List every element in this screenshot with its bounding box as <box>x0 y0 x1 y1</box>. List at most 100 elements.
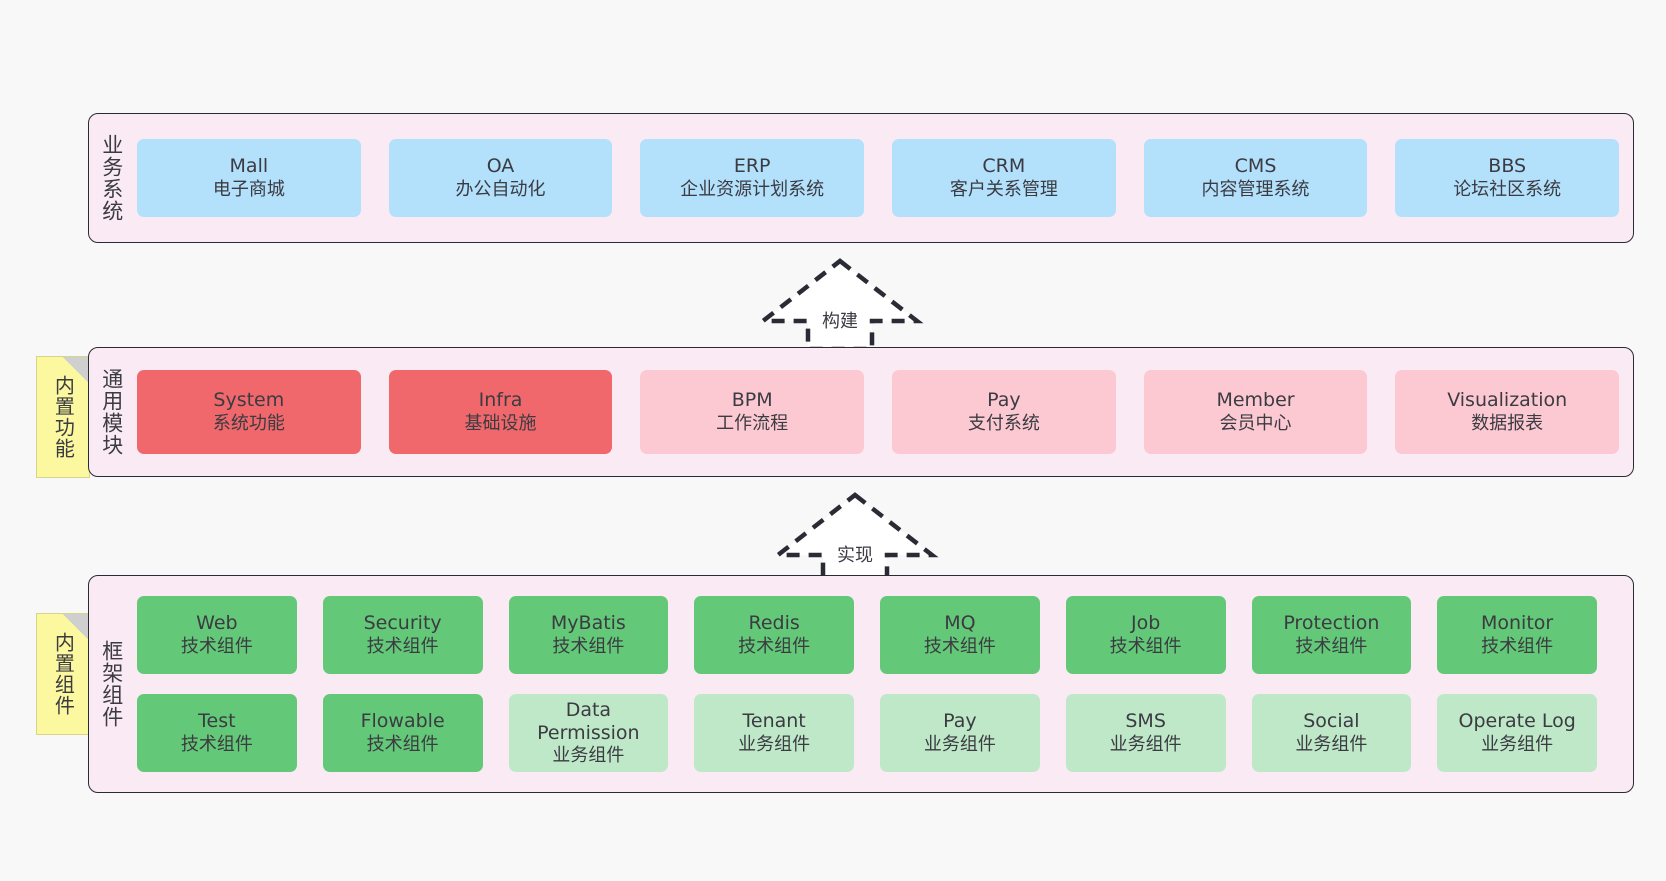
node-subtitle: 会员中心 <box>1219 412 1292 434</box>
node-test[interactable]: Test 技术组件 <box>137 694 297 772</box>
node-title: Tenant <box>742 710 806 733</box>
node-title: Protection <box>1283 612 1380 635</box>
node-job[interactable]: Job 技术组件 <box>1065 596 1226 674</box>
node-subtitle: 工作流程 <box>716 412 789 434</box>
node-title: Web <box>196 612 238 635</box>
node-title: Infra <box>478 389 523 412</box>
node-title: Pay <box>987 389 1021 412</box>
node-erp[interactable]: ERP 企业资源计划系统 <box>640 139 865 217</box>
node-subtitle: 客户关系管理 <box>949 178 1058 200</box>
layer-common-module: 通用模块 System 系统功能 Infra 基础设施 BPM 工作流程 Pay… <box>88 347 1634 477</box>
layer-title-business-system: 业务系统 <box>99 134 124 222</box>
node-title: Redis <box>748 612 800 635</box>
node-subtitle: 技术组件 <box>923 635 996 657</box>
node-subtitle: 办公自动化 <box>455 178 546 200</box>
node-infra[interactable]: Infra 基础设施 <box>388 370 613 454</box>
node-subtitle: 技术组件 <box>1295 635 1368 657</box>
layer-title-framework-component: 框架组件 <box>99 640 124 728</box>
node-mall[interactable]: Mall 电子商城 <box>137 139 361 217</box>
node-crm[interactable]: CRM 客户关系管理 <box>892 139 1116 217</box>
sticky-note-builtin-function: 内置功能 <box>36 356 90 478</box>
node-row: System 系统功能 Infra 基础设施 BPM 工作流程 Pay 支付系统… <box>137 370 1620 454</box>
node-subtitle: 业务组件 <box>552 745 625 767</box>
node-mq[interactable]: MQ 技术组件 <box>880 596 1040 674</box>
node-security[interactable]: Security 技术组件 <box>322 596 483 674</box>
layer-title-common-module: 通用模块 <box>99 368 124 456</box>
node-title: Data Permission <box>537 698 640 745</box>
node-member[interactable]: Member 会员中心 <box>1143 370 1368 454</box>
node-row: Web 技术组件 Security 技术组件 MyBatis 技术组件 Redi… <box>137 596 1597 674</box>
node-title: SMS <box>1125 710 1166 733</box>
node-subtitle: 电子商城 <box>212 178 285 200</box>
node-title: Security <box>363 612 442 635</box>
layer-body-framework-component: Web 技术组件 Security 技术组件 MyBatis 技术组件 Redi… <box>133 576 1633 792</box>
layer-body-business-system: Mall 电子商城 OA 办公自动化 ERP 企业资源计划系统 CRM 客户关系… <box>133 114 1633 242</box>
node-subtitle: 业务组件 <box>738 733 811 755</box>
node-redis[interactable]: Redis 技术组件 <box>694 596 854 674</box>
sticky-fold-corner-icon <box>63 614 89 640</box>
sticky-fold-corner-icon <box>63 357 89 383</box>
node-title: Social <box>1303 710 1360 733</box>
node-row: Mall 电子商城 OA 办公自动化 ERP 企业资源计划系统 CRM 客户关系… <box>137 139 1620 217</box>
node-oa[interactable]: OA 办公自动化 <box>388 139 613 217</box>
node-pay[interactable]: Pay 支付系统 <box>892 370 1116 454</box>
layer-business-system: 业务系统 Mall 电子商城 OA 办公自动化 ERP 企业资源计划系统 CRM… <box>88 113 1634 243</box>
node-cms[interactable]: CMS 内容管理系统 <box>1143 139 1368 217</box>
node-sms[interactable]: SMS 业务组件 <box>1065 694 1226 772</box>
node-pay-component[interactable]: Pay 业务组件 <box>880 694 1040 772</box>
node-operate-log[interactable]: Operate Log 业务组件 <box>1437 694 1597 772</box>
node-flowable[interactable]: Flowable 技术组件 <box>322 694 483 772</box>
node-subtitle: 企业资源计划系统 <box>680 178 825 200</box>
node-title: OA <box>486 155 515 178</box>
node-subtitle: 论坛社区系统 <box>1453 178 1562 200</box>
node-subtitle: 业务组件 <box>923 733 996 755</box>
node-subtitle: 数据报表 <box>1471 412 1544 434</box>
node-visualization[interactable]: Visualization 数据报表 <box>1395 370 1620 454</box>
node-subtitle: 内容管理系统 <box>1201 178 1310 200</box>
node-title: Test <box>198 710 236 733</box>
sticky-note-label: 内置组件 <box>51 632 76 716</box>
node-title: Monitor <box>1481 612 1554 635</box>
node-subtitle: 业务组件 <box>1481 733 1554 755</box>
node-title: BPM <box>731 389 773 412</box>
node-data-permission[interactable]: Data Permission 业务组件 <box>508 694 669 772</box>
node-title: BBS <box>1488 155 1527 178</box>
node-subtitle: 系统功能 <box>212 412 285 434</box>
node-title: Flowable <box>360 710 445 733</box>
implement-arrow: 实现 <box>771 491 939 586</box>
node-title: Operate Log <box>1458 710 1576 733</box>
sticky-note-builtin-component: 内置组件 <box>36 613 90 735</box>
build-arrow: 构建 <box>756 257 924 352</box>
node-monitor[interactable]: Monitor 技术组件 <box>1437 596 1597 674</box>
node-subtitle: 技术组件 <box>1109 635 1182 657</box>
node-social[interactable]: Social 业务组件 <box>1251 694 1412 772</box>
node-title: Mall <box>229 155 269 178</box>
node-web[interactable]: Web 技术组件 <box>137 596 297 674</box>
node-subtitle: 技术组件 <box>180 733 253 755</box>
node-bpm[interactable]: BPM 工作流程 <box>640 370 865 454</box>
layer-framework-component: 框架组件 Web 技术组件 Security 技术组件 MyBatis 技术组件… <box>88 575 1634 793</box>
node-subtitle: 技术组件 <box>180 635 253 657</box>
node-title: Visualization <box>1447 389 1568 412</box>
sticky-note-label: 内置功能 <box>51 375 76 459</box>
node-mybatis[interactable]: MyBatis 技术组件 <box>508 596 669 674</box>
node-title: Job <box>1130 612 1161 635</box>
node-title: Pay <box>943 710 977 733</box>
node-subtitle: 技术组件 <box>1481 635 1554 657</box>
node-title: MyBatis <box>550 612 626 635</box>
node-subtitle: 业务组件 <box>1295 733 1368 755</box>
node-subtitle: 技术组件 <box>552 635 625 657</box>
node-title: CMS <box>1234 155 1277 178</box>
node-subtitle: 业务组件 <box>1109 733 1182 755</box>
node-system[interactable]: System 系统功能 <box>137 370 361 454</box>
node-title: System <box>213 389 285 412</box>
node-title: CRM <box>982 155 1026 178</box>
node-tenant[interactable]: Tenant 业务组件 <box>694 694 854 772</box>
node-title: ERP <box>733 155 771 178</box>
node-title: Member <box>1216 389 1295 412</box>
node-row: Test 技术组件 Flowable 技术组件 Data Permission … <box>137 694 1597 772</box>
node-title: MQ <box>944 612 976 635</box>
node-bbs[interactable]: BBS 论坛社区系统 <box>1395 139 1620 217</box>
node-protection[interactable]: Protection 技术组件 <box>1251 596 1412 674</box>
